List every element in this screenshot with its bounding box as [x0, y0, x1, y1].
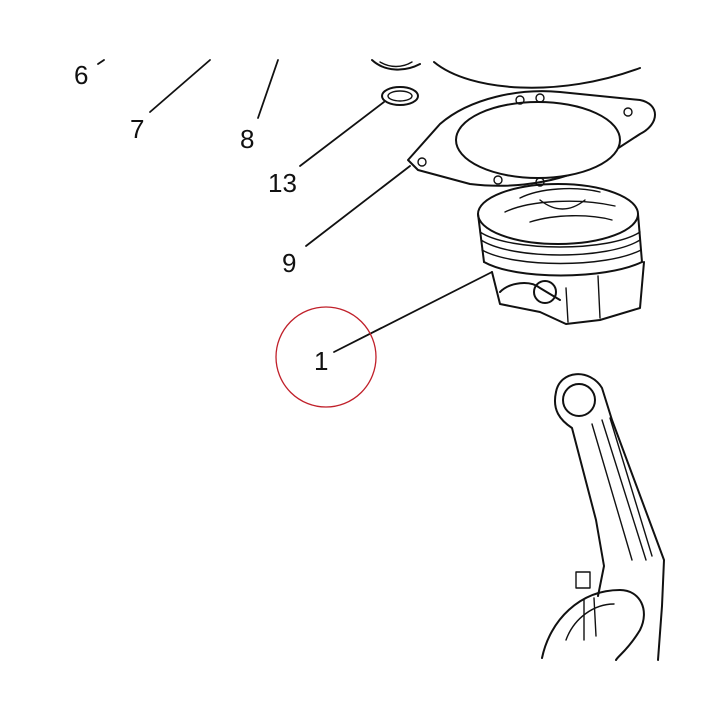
- piston-part: [477, 183, 645, 325]
- callout-label-7: 7: [130, 114, 144, 144]
- highlight-circle: [275, 306, 377, 408]
- callout-label-13: 13: [268, 168, 297, 198]
- leader-lines: [97, 59, 493, 353]
- leader-8: [257, 59, 279, 119]
- connecting-rod-part: [541, 373, 665, 661]
- leader-9: [305, 165, 411, 247]
- cylinder-head-fragment: [371, 59, 641, 89]
- callout-label-8: 8: [240, 124, 254, 154]
- leader-13: [299, 101, 385, 167]
- leader-6: [97, 59, 105, 65]
- callout-label-9: 9: [282, 248, 296, 278]
- callout-label-1: 1: [314, 346, 328, 376]
- leader-1: [333, 271, 493, 353]
- head-gasket-part: [407, 90, 656, 187]
- callout-label-6: 6: [74, 60, 88, 90]
- callout-labels: 6 7 8 13 9 1: [74, 60, 328, 376]
- o-ring-part: [381, 86, 419, 106]
- leader-7: [149, 59, 211, 113]
